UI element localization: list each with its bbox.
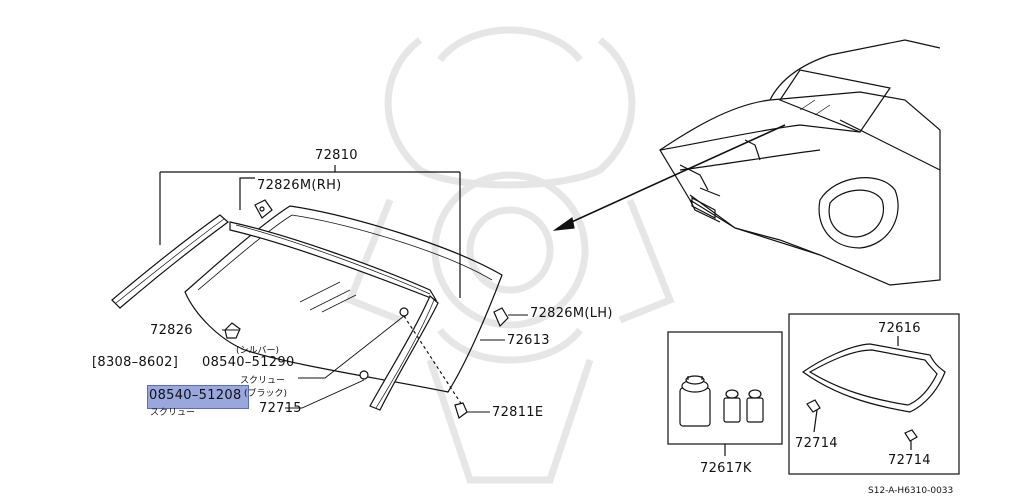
- reference-arrow: [552, 124, 786, 231]
- note-screw-1: スクリュー: [240, 376, 286, 386]
- fasteners: [224, 199, 509, 419]
- label-08540-51290[interactable]: 08540–51290: [202, 355, 295, 370]
- label-72715[interactable]: 72715: [259, 401, 302, 416]
- dam-rubber-box: [788, 313, 960, 475]
- label-72616[interactable]: 72616: [878, 321, 921, 336]
- callout-72826m-rh-line: [239, 177, 255, 210]
- label-72826[interactable]: 72826: [150, 323, 193, 338]
- selected-part-highlight: [147, 385, 249, 409]
- car-illustration: [659, 39, 941, 286]
- label-72613[interactable]: 72613: [507, 333, 550, 348]
- label-date-range: [8308–8602]: [92, 355, 179, 370]
- watermark-emblem: [345, 26, 675, 484]
- note-silver: (シルバー): [236, 346, 280, 356]
- side-molding: [369, 295, 439, 411]
- note-black: (ブラック): [244, 389, 288, 399]
- label-72714-a[interactable]: 72714: [795, 436, 838, 451]
- callout-72810-bracket: [159, 165, 461, 298]
- label-72826m-rh[interactable]: 72826M(RH): [257, 178, 342, 193]
- leader-lines: [222, 314, 528, 413]
- label-72714-b[interactable]: 72714: [888, 453, 931, 468]
- note-screw-2: スクリュー: [150, 408, 196, 418]
- label-08540-51208[interactable]: 08540–51208: [149, 388, 242, 403]
- label-72810[interactable]: 72810: [315, 148, 358, 163]
- label-72811e[interactable]: 72811E: [492, 405, 544, 420]
- diagram-code: S12-A-H6310-0033: [868, 486, 954, 496]
- adhesive-kit-box: [667, 331, 783, 456]
- label-72826m-lh[interactable]: 72826M(LH): [530, 306, 613, 321]
- upper-molding: [111, 214, 438, 309]
- windshield-glass: [184, 205, 503, 393]
- label-72617k[interactable]: 72617K: [700, 461, 752, 476]
